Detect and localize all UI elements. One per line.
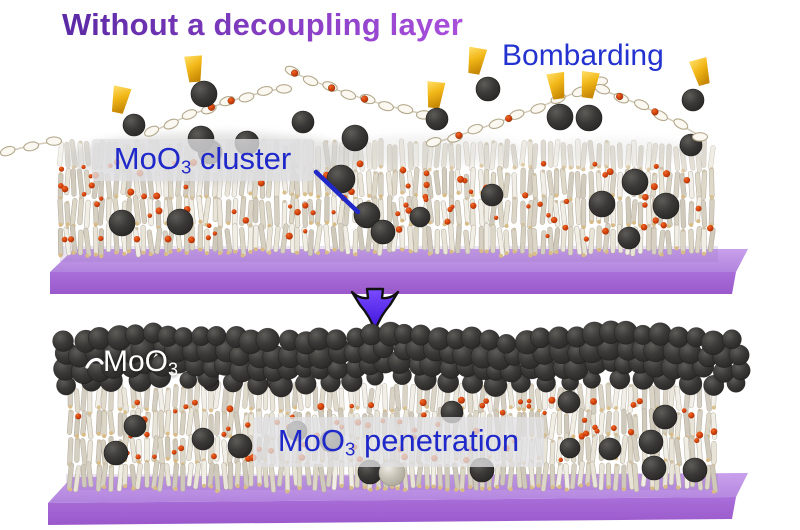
substrate-top-panel — [50, 246, 748, 294]
cluster-pointer-line — [313, 169, 361, 215]
flying-molecule-chains — [0, 65, 709, 157]
bombarding-label: Bombarding — [502, 41, 664, 71]
moo3-dense-layer — [52, 320, 751, 398]
moo3-penetration-label: MoO3 penetration — [253, 417, 544, 467]
moo3-label-leader — [85, 357, 104, 369]
moo3-cluster-label: MoO3 cluster — [92, 139, 313, 181]
bombarding-label-text: Bombarding — [502, 39, 664, 72]
moo3-layer-label-text: MoO3 — [103, 345, 179, 380]
figure-title: Without a decoupling layer — [62, 9, 463, 40]
figure-title-text: Without a decoupling layer — [62, 7, 464, 42]
moo3-layer-label: MoO3 — [103, 345, 179, 380]
moo3-cluster-label-text: MoO3 cluster — [113, 140, 292, 178]
bombarding-beam-icons — [111, 46, 710, 114]
moo3-cluster-spheres — [122, 76, 705, 137]
moo3-penetration-label-text: MoO3 penetration — [277, 422, 520, 460]
